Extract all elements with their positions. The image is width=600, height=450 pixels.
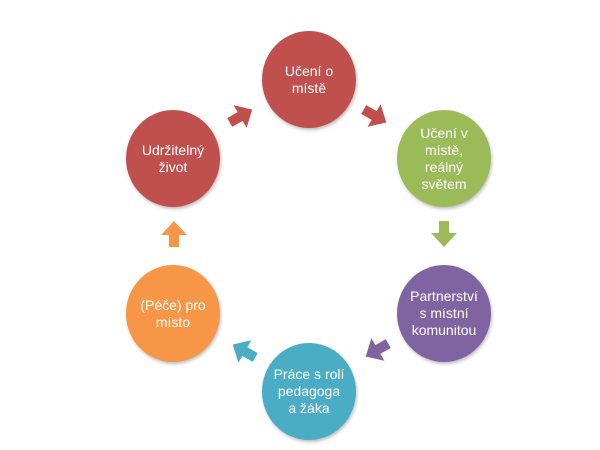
node-label: Učení o místě — [284, 62, 334, 96]
node-label: Učení v místě, reálný světem — [420, 124, 468, 192]
arrow-top-to-upper-right-icon — [360, 101, 390, 131]
node-label: Partnerství s místní komunitou — [410, 288, 478, 338]
node-pece-pro-misto: (Péče) pro místo — [126, 265, 220, 362]
node-uceni-v-miste: Učení v místě, reálný světem — [397, 110, 491, 207]
arrow-lower-right-to-bottom-icon — [362, 335, 392, 365]
node-udrzitelny-zivot: Udržitelný život — [126, 110, 220, 207]
node-label: Práce s rolí pedagoga a žáka — [273, 366, 345, 416]
node-prace-s-roli: Práce s rolí pedagoga a žáka — [262, 343, 356, 440]
arrow-bottom-to-lower-left-icon — [229, 336, 259, 366]
node-partnerstvi: Partnerství s místní komunitou — [397, 265, 491, 362]
arrow-lower-left-to-upper-left-icon — [159, 219, 189, 249]
arrow-upper-right-to-lower-right-icon — [429, 219, 459, 249]
node-label: Udržitelný život — [141, 141, 205, 175]
node-label: (Péče) pro místo — [140, 296, 206, 330]
node-uceni-o-miste: Učení o místě — [262, 31, 356, 128]
arrow-upper-left-to-top-icon — [226, 101, 256, 131]
